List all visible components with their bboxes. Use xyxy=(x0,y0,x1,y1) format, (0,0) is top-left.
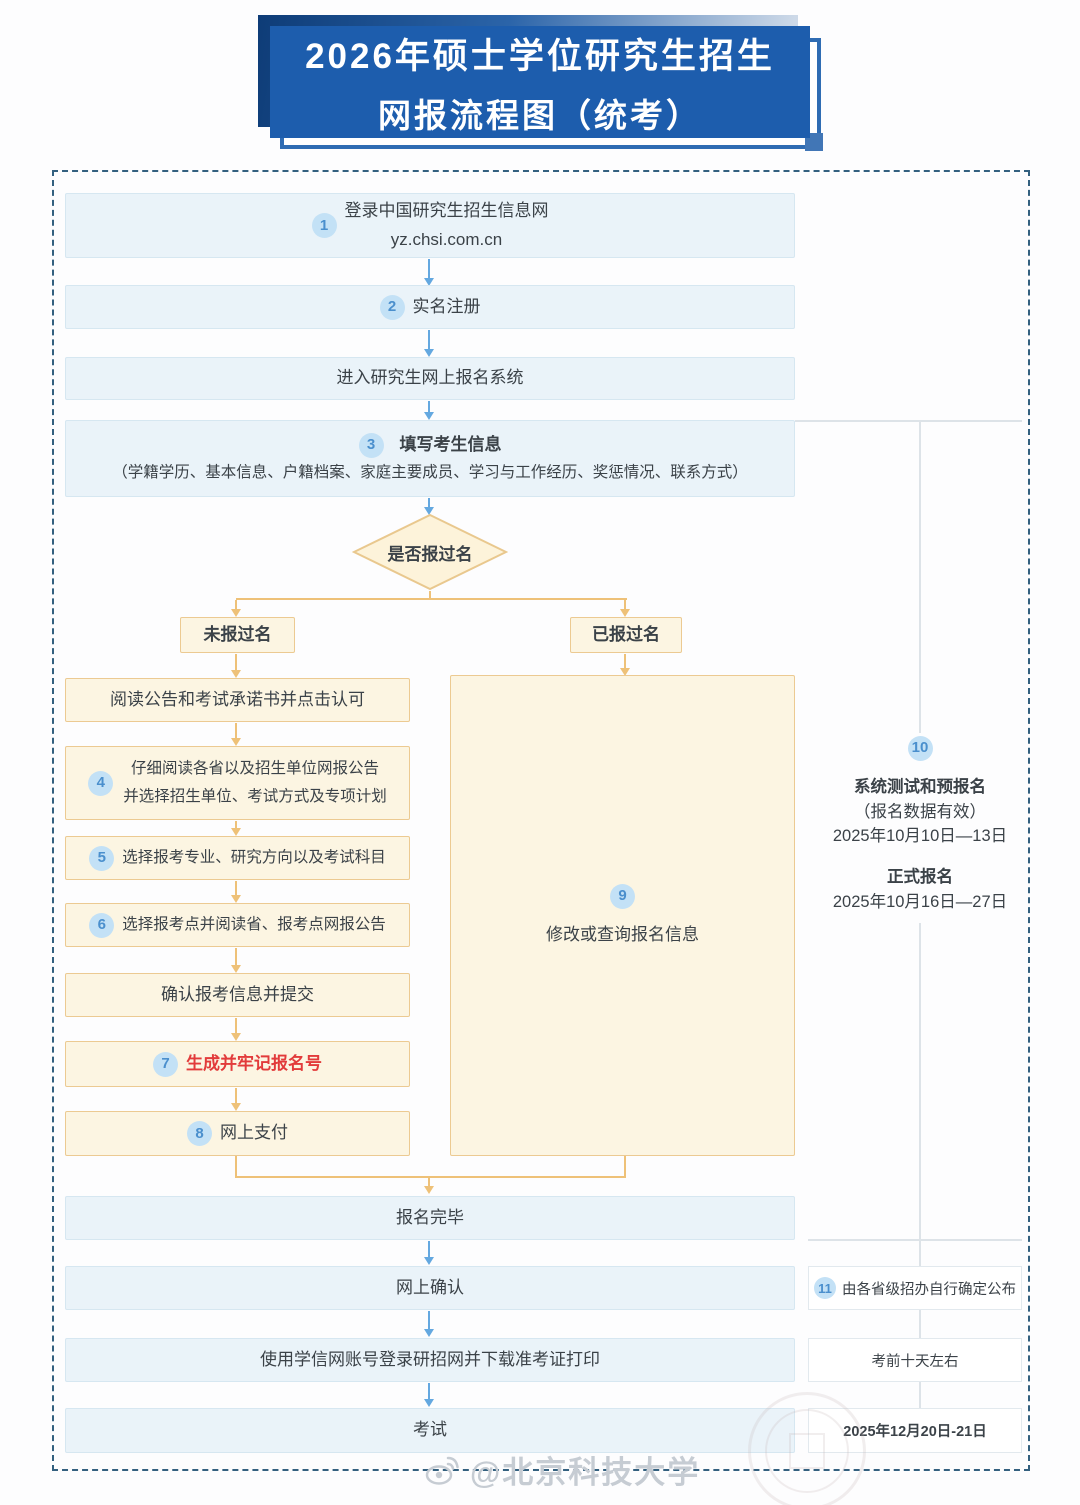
read-notice-label: 阅读公告和考试承诺书并点击认可 xyxy=(110,689,365,709)
step-login-url: yz.chsi.com.cn xyxy=(390,229,503,249)
step-number-4: 4 xyxy=(88,770,114,796)
connector-split-rail xyxy=(236,598,627,600)
connector-merge-rail xyxy=(235,1176,626,1178)
step-number-11: 11 xyxy=(814,1277,836,1299)
download-ticket-label: 使用学信网账号登录研招网并下载准考证打印 xyxy=(260,1349,600,1369)
weibo-icon xyxy=(425,1456,459,1485)
provincial-announce-label: 由各省级招办自行确定公布 xyxy=(842,1281,1016,1298)
step-modify-query-label: 修改或查询报名信息 xyxy=(546,924,699,944)
step-read-announcements-line2: 并选择招生单位、考试方式及专项计划 xyxy=(123,788,387,805)
system-test-date: 2025年10月10日—13日 xyxy=(832,827,1008,846)
arrow-from-branch-left xyxy=(231,654,241,678)
step-number-6: 6 xyxy=(89,912,115,938)
exam-box: 考试 xyxy=(65,1408,795,1453)
arrow-down-3 xyxy=(424,401,434,420)
connector-merge-right xyxy=(624,1156,626,1178)
exam-label: 考试 xyxy=(413,1420,447,1440)
branch-not-registered-label: 未报过名 xyxy=(203,624,272,644)
formal-registration-date: 2025年10月16日—27日 xyxy=(832,892,1008,911)
system-test-info-block: 10 系统测试和预报名 （报名数据有效） 2025年10月10日—13日 正式报… xyxy=(828,733,1012,923)
title-banner: 2026年硕士学位研究生招生 网报流程图（统考） xyxy=(258,15,823,151)
step-login-box: 1 登录中国研究生招生信息网 yz.chsi.com.cn xyxy=(65,193,795,258)
arrow-left-col-2 xyxy=(231,821,241,836)
seal-watermark xyxy=(748,1392,866,1505)
step-number-9: 9 xyxy=(610,883,635,909)
branch-registered-label: 已报过名 xyxy=(592,624,660,644)
step-remember-number-box: 7 生成并牢记报名号 xyxy=(65,1041,410,1087)
registration-done-box: 报名完毕 xyxy=(65,1196,795,1240)
annotation-ticket-time: 考前十天左右 xyxy=(808,1338,1022,1382)
confirm-submit-label: 确认报考信息并提交 xyxy=(161,984,314,1004)
connector-diamond-stub xyxy=(429,591,431,600)
registration-done-label: 报名完毕 xyxy=(396,1207,464,1227)
step-number-3: 3 xyxy=(358,432,384,458)
arrow-from-branch-right xyxy=(620,654,630,676)
step-fill-info-box: 3 填写考生信息 （学籍学历、基本信息、户籍档案、家庭主要成员、学习与工作经历、… xyxy=(65,420,795,497)
step-choose-exam-site-box: 6 选择报考点并阅读省、报考点网报公告 xyxy=(65,903,410,947)
arrow-branch-right xyxy=(620,600,630,617)
system-test-heading: 系统测试和预报名 xyxy=(854,777,986,796)
arrow-down-5 xyxy=(424,1241,434,1265)
arrow-branch-left xyxy=(231,600,241,617)
arrow-left-col-4 xyxy=(231,948,241,973)
arrow-merge-down xyxy=(424,1177,434,1194)
step-fill-info-label: 填写考生信息 xyxy=(399,434,502,454)
step-number-10: 10 xyxy=(907,735,933,761)
arrow-left-col-5 xyxy=(231,1018,241,1041)
step-fill-info-detail: （学籍学历、基本信息、户籍档案、家庭主要成员、学习与工作经历、奖惩情况、联系方式… xyxy=(112,463,748,481)
title-line2: 网报流程图（统考） xyxy=(378,96,702,134)
step-choose-major-label: 选择报考专业、研究方向以及考试科目 xyxy=(122,848,386,866)
footer-watermark: @北京科技大学 xyxy=(424,1447,700,1492)
arrow-left-col-1 xyxy=(231,723,241,746)
footer-handle-text: @北京科技大学 xyxy=(470,1455,701,1490)
step-register-box: 2 实名注册 xyxy=(65,285,795,329)
ticket-time-label: 考前十天左右 xyxy=(871,1353,959,1370)
bracket-bottom-line xyxy=(808,1239,1022,1241)
arrow-left-col-6 xyxy=(231,1088,241,1111)
arrow-down-4 xyxy=(424,498,434,515)
enter-system-box: 进入研究生网上报名系统 xyxy=(65,357,795,400)
arrow-down-6 xyxy=(424,1311,434,1337)
arrow-down-1 xyxy=(424,259,434,286)
step-online-payment-box: 8 网上支付 xyxy=(65,1111,410,1156)
step-choose-exam-site-label: 选择报考点并阅读省、报考点网报公告 xyxy=(122,915,386,933)
download-ticket-box: 使用学信网账号登录研招网并下载准考证打印 xyxy=(65,1338,795,1382)
step-remember-number-label: 生成并牢记报名号 xyxy=(186,1053,322,1073)
system-test-note: （报名数据有效） xyxy=(854,802,986,821)
title-box: 2026年硕士学位研究生招生 网报流程图（统考） xyxy=(270,26,810,138)
branch-registered-box: 已报过名 xyxy=(570,617,682,653)
annotation-provincial-announce: 11 由各省级招办自行确定公布 xyxy=(808,1266,1022,1310)
step-login-label: 登录中国研究生招生信息网 xyxy=(344,200,549,220)
step-register-label: 实名注册 xyxy=(412,296,481,316)
enter-system-label: 进入研究生网上报名系统 xyxy=(336,368,524,388)
online-confirm-box: 网上确认 xyxy=(65,1266,795,1310)
decision-registered-diamond: 是否报过名 xyxy=(352,513,508,591)
step-number-8: 8 xyxy=(187,1121,212,1146)
step-number-7: 7 xyxy=(153,1051,178,1077)
decision-label: 是否报过名 xyxy=(387,544,473,564)
connector-merge-left xyxy=(235,1156,237,1178)
online-confirm-label: 网上确认 xyxy=(396,1277,464,1297)
confirm-submit-box: 确认报考信息并提交 xyxy=(65,973,410,1017)
title-line1: 2026年硕士学位研究生招生 xyxy=(305,36,775,76)
step-read-announcements-box: 4 仔细阅读各省以及招生单位网报公告 并选择招生单位、考试方式及专项计划 xyxy=(65,746,410,820)
arrow-down-2 xyxy=(424,330,434,357)
step-modify-query-box: 9 修改或查询报名信息 xyxy=(450,675,795,1156)
step-online-payment-label: 网上支付 xyxy=(220,1123,288,1143)
bracket-top-line xyxy=(795,420,1022,422)
step-number-2: 2 xyxy=(379,294,405,320)
arrow-down-7 xyxy=(424,1383,434,1407)
flow-outer-frame xyxy=(52,170,1030,1471)
arrow-left-col-3 xyxy=(231,881,241,903)
step-number-1: 1 xyxy=(311,213,337,238)
step-number-5: 5 xyxy=(89,845,115,871)
branch-not-registered-box: 未报过名 xyxy=(180,617,295,653)
step-choose-major-box: 5 选择报考专业、研究方向以及考试科目 xyxy=(65,836,410,880)
formal-registration-heading: 正式报名 xyxy=(887,868,953,886)
diamond-shape xyxy=(352,513,508,591)
read-notice-box: 阅读公告和考试承诺书并点击认可 xyxy=(65,678,410,722)
exam-date-label: 2025年12月20日-21日 xyxy=(843,1424,987,1440)
step-read-announcements-line1: 仔细阅读各省以及招生单位网报公告 xyxy=(130,759,379,777)
